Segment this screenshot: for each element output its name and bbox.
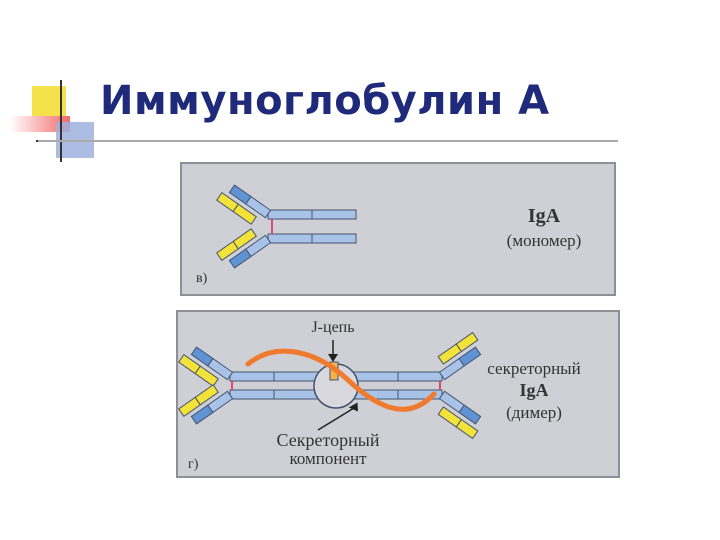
secretory-component xyxy=(245,348,437,412)
secretory-iga-line1: секреторный xyxy=(487,359,580,378)
dimer-arm-right-lower xyxy=(437,390,482,440)
dimer-arm-left-upper xyxy=(178,346,234,387)
component-label-line1: Секреторный xyxy=(277,430,380,450)
iga-dimer-diagram: J-цепь секреторный IgA (димер) Секреторн… xyxy=(178,319,581,472)
j-chain-label: J-цепь xyxy=(311,319,354,336)
panel-letter-g: г) xyxy=(188,457,199,472)
heavy-chain-lower xyxy=(267,233,357,244)
iga-monomer-sub: (мономер) xyxy=(507,231,582,250)
page-title: Иммуноглобулин А xyxy=(100,78,550,124)
decor-red-bar xyxy=(10,116,70,132)
iga-name: IgA xyxy=(528,205,561,227)
panel-letter-v: в) xyxy=(196,271,208,286)
component-label-line2: компонент xyxy=(289,449,367,468)
panel-iga-monomer: в) IgA (мономер) xyxy=(180,162,616,296)
dimer-arm-left-lower xyxy=(178,384,234,425)
panel-iga-dimer: J-цепь секреторный IgA (димер) Секреторн… xyxy=(176,310,620,478)
left-heavy-chains xyxy=(229,371,319,400)
dimer-arm-right-upper xyxy=(437,331,482,381)
j-chain-arrowhead xyxy=(328,354,338,362)
component-arrow xyxy=(317,407,355,431)
secretory-iga-line2: IgA xyxy=(519,380,548,400)
fab-arm-upper xyxy=(216,184,272,225)
decor-vertical-line xyxy=(60,80,62,162)
fab-arm-lower xyxy=(216,228,272,269)
component-arrowhead xyxy=(348,402,358,412)
iga-monomer-diagram: в) IgA (мономер) xyxy=(196,184,582,286)
heavy-chain-upper xyxy=(267,209,357,220)
secretory-iga-line3: (димер) xyxy=(506,403,562,422)
title-divider xyxy=(38,140,618,142)
